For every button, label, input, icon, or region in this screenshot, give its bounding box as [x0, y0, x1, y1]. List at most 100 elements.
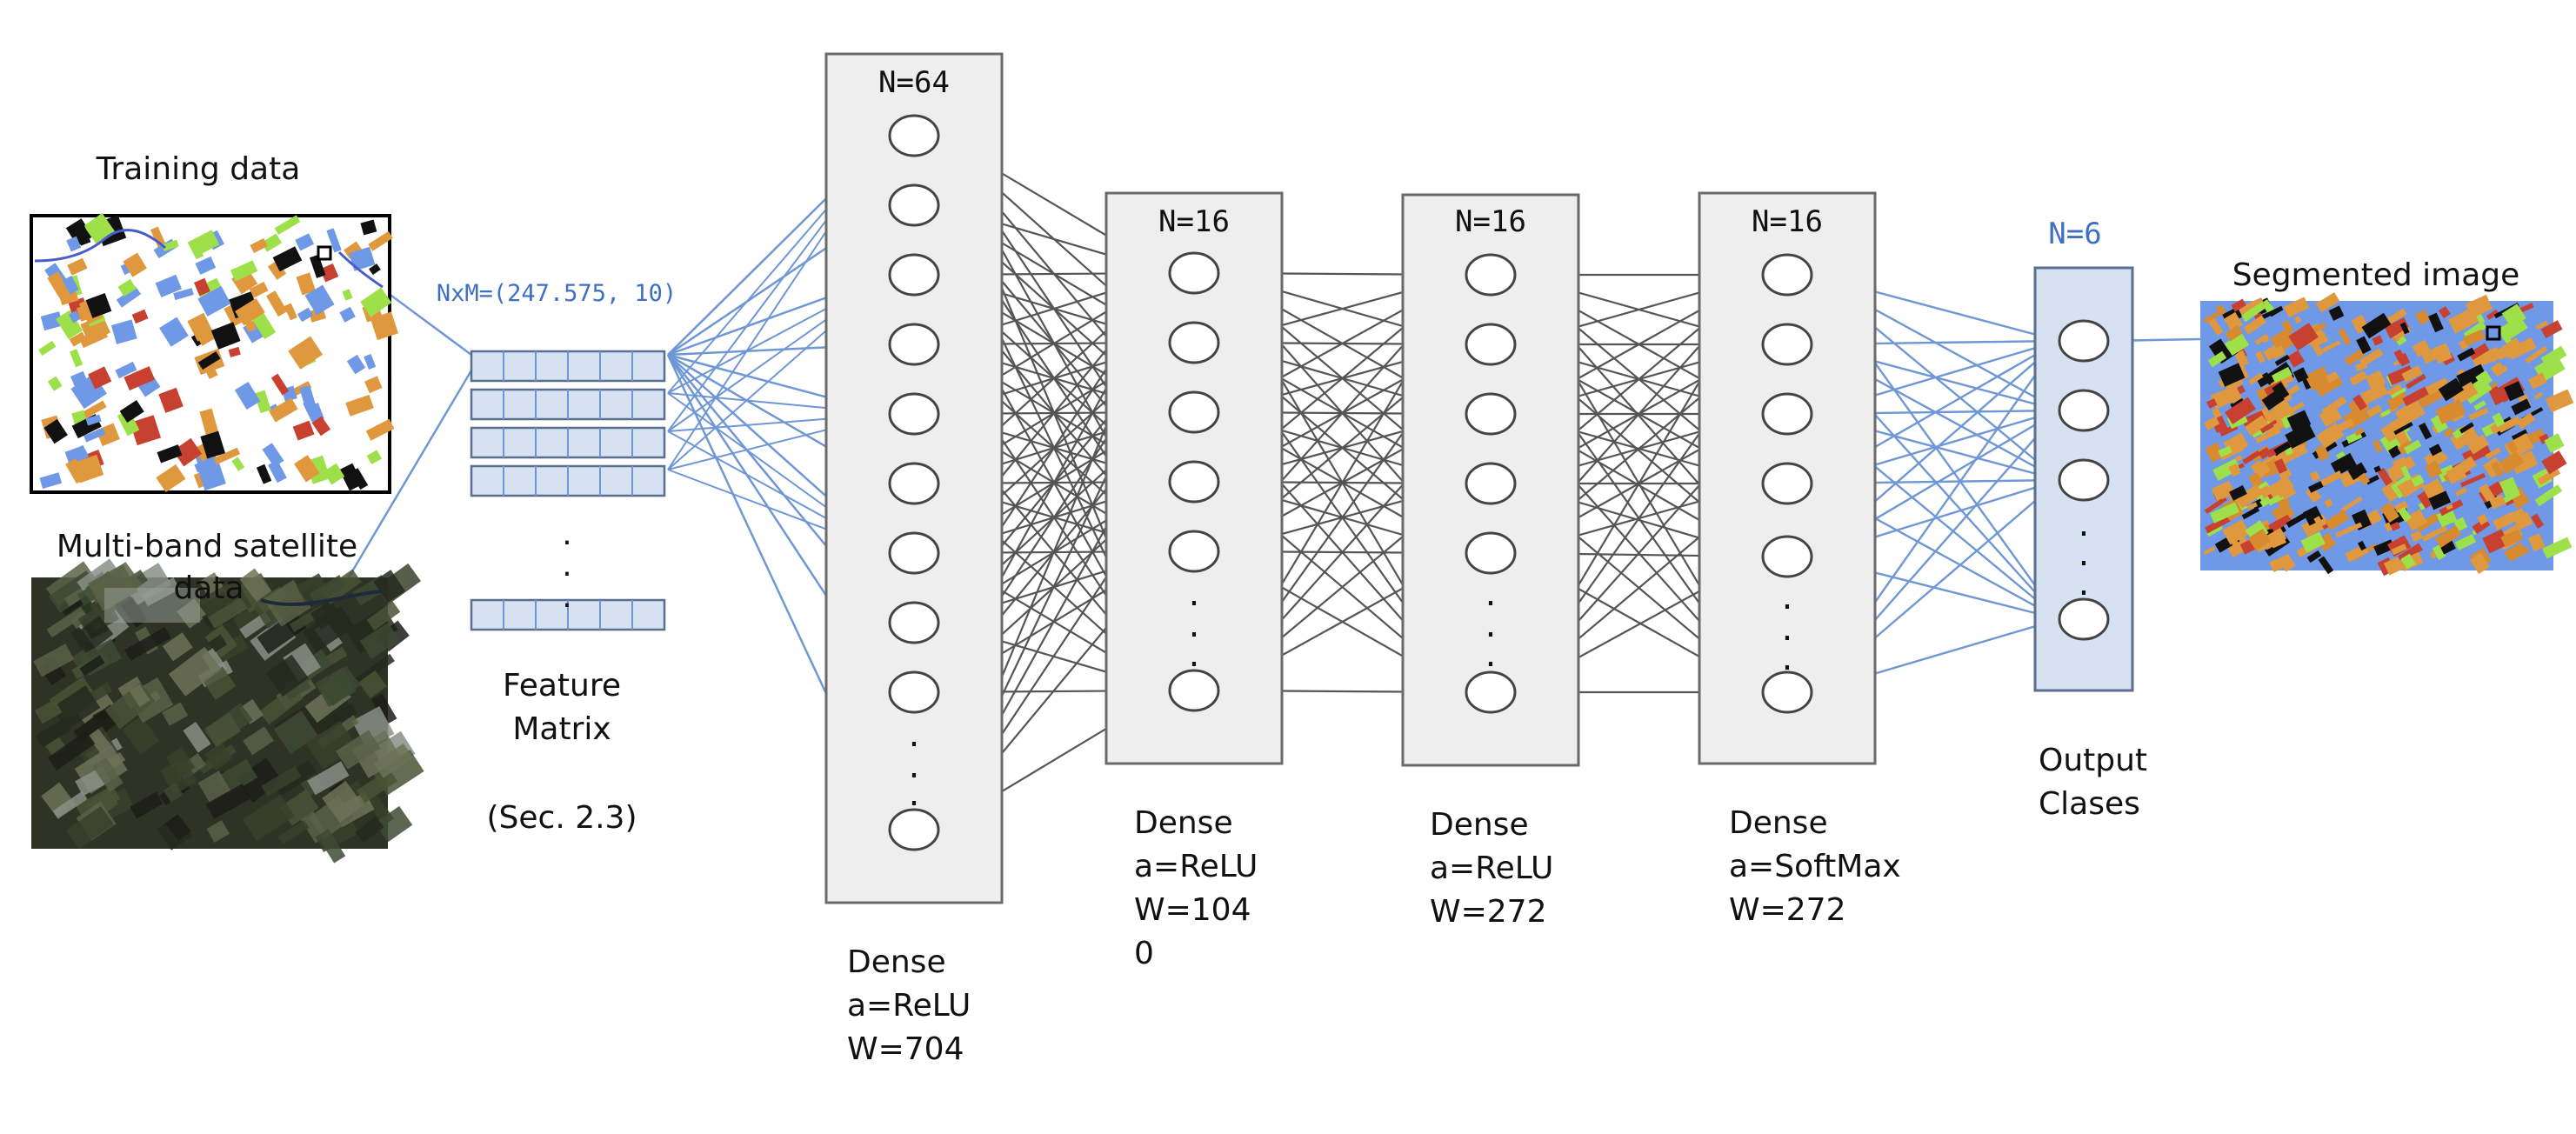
field-parcel: [38, 340, 57, 356]
feature-matrix-label-line2: Matrix: [512, 711, 611, 747]
satellite-parcel: [47, 730, 96, 770]
satellite-parcel: [353, 653, 395, 687]
layer-3-ellipsis-dot: .: [1485, 574, 1497, 614]
layer-1-neuron: [888, 183, 940, 227]
segment-patch: [2500, 529, 2523, 548]
satellite-label-line1: Multi-band satellite: [57, 529, 357, 564]
field-parcel: [67, 257, 88, 276]
field-parcel: [123, 252, 147, 277]
segment-patch: [2486, 309, 2499, 321]
satellite-parcel: [129, 684, 150, 707]
segment-patch: [2435, 453, 2449, 465]
satellite-parcel: [265, 654, 309, 697]
segment-patch: [2204, 416, 2220, 430]
matrix-dot-2: .: [562, 548, 571, 584]
satellite-parcel: [204, 742, 233, 770]
segment-patch: [2439, 305, 2451, 319]
segment-patch: [2386, 456, 2416, 479]
segment-patch: [2314, 444, 2330, 462]
output-ellipsis-dot: .: [2079, 504, 2090, 544]
location-marker: [2486, 325, 2501, 341]
segment-patch: [2301, 513, 2330, 537]
segment-patch: [2428, 444, 2443, 457]
segment-patch: [2283, 297, 2310, 318]
segment-patch: [2261, 299, 2273, 313]
layer-3-neuron: [1465, 531, 1517, 575]
satellite-parcel: [79, 655, 105, 677]
field-parcel: [319, 263, 339, 283]
satellite-parcel: [162, 632, 193, 662]
field-parcel: [130, 415, 162, 446]
layer-1-neuron-count: N=64: [878, 65, 950, 100]
segment-patch: [2243, 315, 2267, 335]
training-data-label: Training data: [96, 151, 301, 187]
satellite-parcel: [351, 730, 402, 778]
layer-1-neuron: [888, 531, 940, 575]
satellite-parcel: [52, 685, 101, 730]
segment-patch: [2447, 307, 2479, 334]
layer-4-neuron: [1761, 323, 1813, 366]
segment-patch: [2274, 480, 2294, 498]
segment-patch: [2210, 502, 2239, 524]
segment-patch: [2306, 550, 2322, 564]
field-parcel: [43, 418, 68, 444]
satellite-parcel: [239, 568, 271, 603]
layer-2-type: Dense: [1134, 805, 1233, 841]
segment-patch: [2546, 389, 2574, 413]
layer-3-neuron: [1465, 670, 1517, 714]
segment-patch: [2238, 297, 2265, 316]
satellite-parcel: [87, 564, 138, 611]
output-label-line2: Clases: [2039, 786, 2140, 822]
segment-patch: [2410, 530, 2423, 543]
segment-patch: [2274, 354, 2290, 366]
layer-4-ellipsis-dot: .: [1782, 638, 1793, 678]
segment-patch: [2242, 450, 2261, 465]
segment-patch: [2235, 455, 2243, 462]
segment-patch: [2454, 534, 2477, 550]
satellite-parcel: [307, 761, 350, 796]
segment-patch: [2358, 472, 2371, 485]
segment-patch: [2313, 516, 2326, 531]
field-parcel: [194, 457, 217, 473]
satellite-parcel: [162, 702, 189, 726]
layer-4-neuron: [1761, 670, 1813, 714]
segment-patch: [2254, 333, 2269, 345]
segment-patch: [2324, 498, 2333, 508]
satellite-parcel: [309, 575, 346, 605]
segment-patch: [2443, 427, 2454, 438]
segment-patch: [2498, 450, 2525, 475]
segment-patch: [2542, 537, 2573, 559]
satellite-parcel: [35, 717, 71, 748]
segment-patch: [2238, 463, 2246, 470]
layer-1-activation: a=ReLU: [847, 988, 971, 1024]
field-parcel: [187, 230, 220, 257]
field-parcel: [292, 420, 315, 441]
field-parcel: [295, 233, 315, 251]
field-parcel: [349, 246, 376, 271]
segment-patch: [2273, 458, 2288, 474]
segment-patch: [2229, 484, 2247, 501]
segment-patch: [2315, 374, 2344, 397]
field-parcel: [173, 288, 194, 301]
segment-patch: [2267, 514, 2291, 530]
field-parcel: [230, 260, 258, 282]
segment-patch: [2489, 494, 2506, 510]
segment-patch: [2241, 301, 2266, 323]
segment-patch: [2393, 422, 2413, 436]
field-parcel: [268, 260, 287, 280]
segment-patch: [2366, 474, 2379, 485]
segment-patch: [2516, 412, 2536, 430]
segment-patch: [2453, 456, 2478, 477]
segment-patch: [2379, 502, 2399, 524]
segment-patch: [2430, 413, 2449, 433]
field-parcel: [115, 361, 137, 379]
segment-patch: [2203, 546, 2216, 556]
segment-patch: [2537, 467, 2561, 485]
satellite-parcel: [370, 693, 397, 725]
segment-patch: [2259, 419, 2279, 434]
field-parcel: [344, 241, 363, 259]
segment-patch: [2510, 450, 2539, 475]
satellite-parcel: [305, 721, 357, 770]
field-parcel: [350, 468, 369, 490]
